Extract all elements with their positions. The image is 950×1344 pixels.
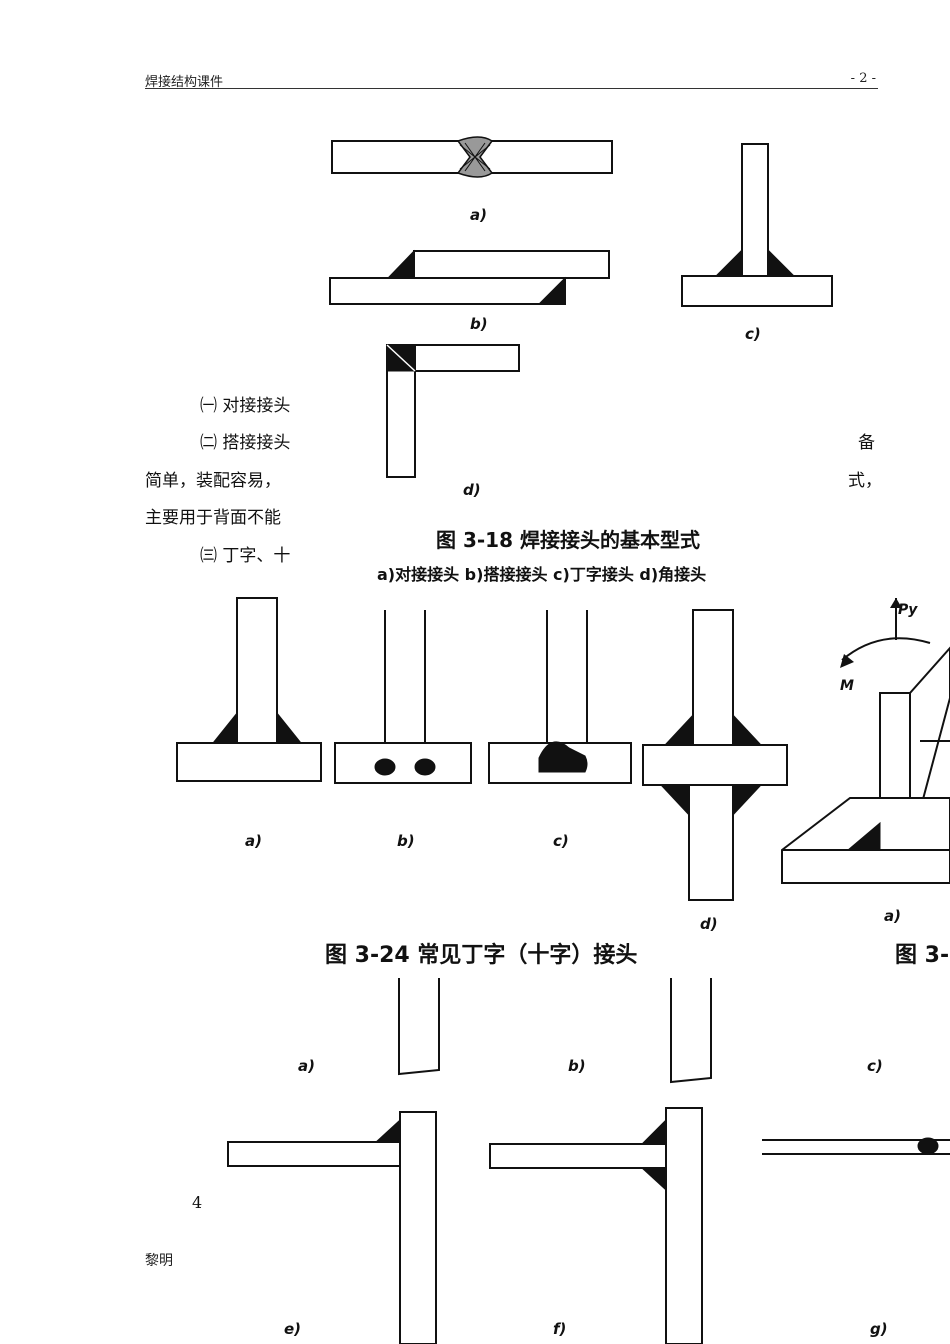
paragraph-line-3: 简单，装配容易， [145,471,281,491]
figure-partial-loaded-tee [781,598,950,884]
figure-3-18d-corner-joint [386,344,520,478]
figure-bottom-e-label: e) [284,1320,302,1338]
paragraph-line-4: 主要用于背面不能 [145,508,281,528]
figure-3-18-subtitle: a)对接接头 b)搭接接头 c)丁字接头 d)角接头 [377,565,707,584]
paragraph-butt-joint: ㈠ 对接接头 [200,396,291,416]
figure-3-24d-label: d) [700,915,718,933]
figure-bottom-f-label: f) [553,1320,567,1338]
figure-bottom-e-tee [227,1111,437,1344]
figure-3-18a-butt-joint [331,136,613,178]
figure-bottom-f-tee [489,1107,703,1344]
figure-bottom-c-label: c) [867,1057,883,1075]
figure-partial-label: a) [884,907,901,925]
figure-bottom-b-label: b) [568,1057,586,1075]
figure-bottom-g-label: g) [870,1320,888,1338]
figure-bottom-a-plate [398,978,440,1076]
figure-bottom-g-joint [762,1137,950,1155]
figure-3-24a-label: a) [245,832,262,850]
page-number: - 2 - [850,71,876,86]
header-title: 焊接结构课件 [145,75,224,90]
paragraph-lap-joint: ㈡ 搭接接头 [200,433,291,453]
figure-bottom-a-label: a) [298,1057,315,1075]
figure-3-18c-tee-joint [681,143,833,307]
figure-3-18a-label: a) [470,206,487,224]
figure-3-24-title: 图 3-24 常见丁字（十字）接头 [325,943,638,968]
paragraph-tee-cross: ㈢ 丁字、十 [200,546,291,566]
figure-3-18-title: 图 3-18 焊接接头的基本型式 [436,528,700,552]
figure-3-24c-label: c) [553,832,569,850]
figure-3-24b-groove-tee [334,610,472,784]
figure-3-18d-label: d) [463,481,481,499]
header-rule [145,88,878,89]
figure-3-18b-label: b) [470,315,488,333]
force-label-py: Py [898,602,918,618]
paragraph-lap-joint-tail: 备 [858,433,875,453]
figure-3-24d-cross-joint [642,609,788,901]
figure-partial-title: 图 3- [895,943,950,968]
paragraph-line-3-tail: 式， [848,471,882,491]
figure-3-24b-label: b) [397,832,415,850]
figure-bottom-b-plate [670,978,712,1084]
figure-3-18b-lap-joint [329,249,610,305]
footer-number: 4 [192,1193,203,1212]
figure-3-24c-one-side-tee [488,610,632,784]
figure-3-24a-fillet-tee [176,597,322,782]
moment-label: M [840,678,854,694]
footer-name: 黎明 [145,1253,173,1269]
figure-3-18c-label: c) [745,325,761,343]
